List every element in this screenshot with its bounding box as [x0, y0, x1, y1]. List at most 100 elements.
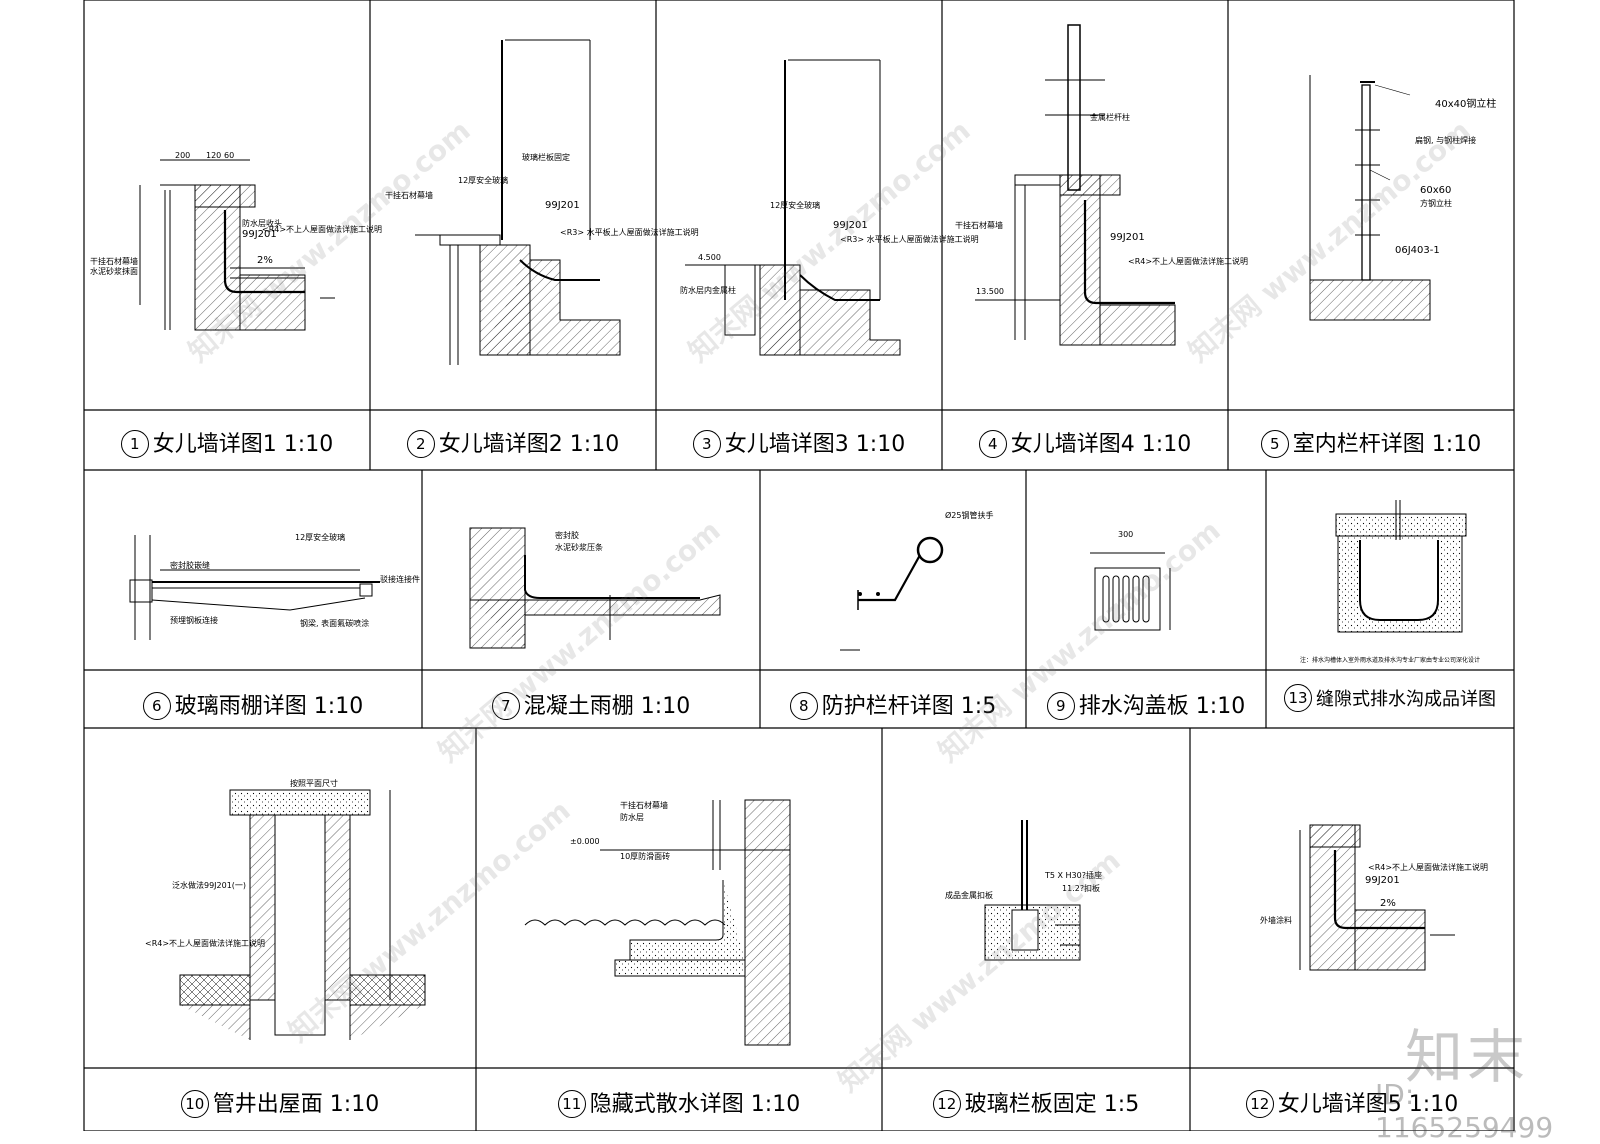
d14-note-wall: 外墙涂料 [1260, 916, 1292, 925]
caption-number: 5 [1260, 430, 1289, 458]
d3-note-glass: 12厚安全玻璃 [770, 201, 821, 210]
caption-number: 13 [1284, 684, 1312, 712]
detail-12-parapet-drawing [1299, 824, 1455, 971]
d4-note-elev: 13.500 [976, 287, 1004, 296]
d14-note-std: 99J201 [1365, 875, 1400, 886]
d4-note-r4: <R4>不上人屋面做法详施工说明 [1128, 257, 1249, 266]
d10-note-r4: <R4>不上人屋面做法详施工说明 [145, 939, 266, 948]
detail-1-drawing [139, 159, 335, 331]
brand-logo: 知末 [1405, 1023, 1530, 1091]
d2-note-std: 99J201 [545, 200, 580, 211]
detail-12-glass-drawing [984, 820, 1081, 961]
d12-note-glass: 成品金属扣板 [945, 891, 993, 900]
caption-number: 12 [1245, 1090, 1274, 1118]
caption-number: 2 [406, 430, 435, 458]
d5-note-tube: 60x60 [1420, 185, 1452, 196]
d6-note-glass: 12厚安全玻璃 [295, 533, 346, 542]
caption-text: 玻璃雨棚详图 1:10 [174, 694, 364, 719]
d1-note-slope: 2% [257, 255, 273, 266]
detail-1-dim: 60 [224, 151, 234, 160]
caption-text: 玻璃栏板固定 1:5 [964, 1092, 1140, 1117]
caption-text: 缝隙式排水沟成品详图 [1316, 689, 1496, 710]
caption-text: 室内栏杆详图 1:10 [1292, 432, 1482, 457]
d8-note-pipe: Ø25钢管扶手 [945, 511, 994, 520]
d2-note-glass: 12厚安全玻璃 [458, 176, 509, 185]
image-id-label: ID: 1165259499 [1375, 1078, 1554, 1144]
d4-note-rail: 金属栏杆柱 [1090, 113, 1130, 122]
caption-number: 9 [1046, 692, 1075, 720]
d3-note-elev: 4.500 [698, 253, 721, 262]
detail-10-drawing [179, 789, 426, 1040]
d9-note-w: 300 [1118, 530, 1134, 539]
d5-note-bar: 扁钢, 与钢柱焊接 [1415, 136, 1477, 145]
detail-1-dim: 200 [175, 151, 190, 160]
d1-note-std: 99J201 [242, 229, 277, 240]
detail-13-drawing [1335, 500, 1467, 633]
caption-number: 3 [692, 430, 721, 458]
detail-1-dim: 120 [206, 151, 221, 160]
d11-note-elev: ±0.000 [570, 837, 600, 846]
d2-note-wall: 干挂石材幕墙 [385, 191, 433, 200]
d6-note-beam: 钢梁, 表面氟碳喷涂 [300, 619, 370, 628]
d3-note-std: 99J201 [833, 220, 868, 231]
caption-number: 6 [142, 692, 171, 720]
d11-note-grav: 防水层 [620, 813, 644, 822]
detail-7-drawing [469, 527, 721, 649]
caption-text: 女儿墙详图3 1:10 [724, 432, 906, 457]
caption-text: 管井出屋面 1:10 [212, 1092, 380, 1117]
d6-note-steel: 预埋钢板连接 [170, 616, 218, 625]
d1-note-waterproof: 防水层收头 [242, 219, 282, 228]
d3-note-r3: <R3> 水平板上人屋面做法详施工说明 [840, 235, 979, 244]
caption-text: 混凝土雨棚 1:10 [523, 694, 691, 719]
caption-number: 4 [978, 430, 1007, 458]
d2-note-r3: <R3> 水平板上人屋面做法详施工说明 [560, 228, 699, 237]
caption-number: 11 [557, 1090, 586, 1118]
caption-number: 10 [180, 1090, 209, 1118]
detail-4-drawing [975, 24, 1176, 346]
detail-5-drawing [1309, 75, 1431, 321]
d5-note-tube2: 方钢立柱 [1420, 199, 1452, 208]
d14-note-slope: 2% [1380, 898, 1396, 909]
d11-note-surface: 10厚防滑面砖 [620, 852, 671, 861]
d1-note-wall: 干挂石材幕墙 [90, 257, 138, 266]
caption-text: 女儿墙详图1 1:10 [152, 432, 334, 457]
d1-note-wall2: 水泥砂浆抹面 [90, 267, 138, 276]
detail-6-drawing [129, 535, 380, 640]
caption-text: 女儿墙详图5 1:10 [1277, 1092, 1459, 1117]
caption-text: 女儿墙详图4 1:10 [1010, 432, 1192, 457]
caption-number: 7 [491, 692, 520, 720]
caption-number: 1 [120, 430, 149, 458]
d4-note-wall: 干挂石材幕墙 [955, 221, 1003, 230]
d12-note-steel: T5 X H30?插座 [1045, 871, 1102, 880]
d1-note-r4: <R4>不上人屋面做法详施工说明 [262, 225, 383, 234]
d2-note-fix: 玻璃栏板固定 [522, 153, 570, 162]
d5-note-post: 40x40钢立柱 [1435, 99, 1497, 110]
caption-text: 排水沟盖板 1:10 [1078, 694, 1246, 719]
d7-note-drip: 水泥砂浆压条 [555, 543, 603, 552]
detail-9-drawing [1090, 552, 1171, 631]
caption-text: 女儿墙详图2 1:10 [438, 432, 620, 457]
caption-number: 12 [932, 1090, 961, 1118]
caption-number: 8 [789, 692, 818, 720]
panel-grid [83, 0, 1515, 1131]
d7-note-seal: 密封胶 [555, 531, 579, 540]
detail-3-drawing [685, 59, 901, 356]
d6-note-seal: 密封胶嵌缝 [170, 561, 210, 570]
caption-text: 防护栏杆详图 1:5 [821, 694, 997, 719]
detail-2-drawing [415, 39, 621, 365]
d3-note-fix: 防水层内金属柱 [680, 286, 736, 295]
d10-note-std: 泛水做法99J201(一) [172, 881, 247, 890]
